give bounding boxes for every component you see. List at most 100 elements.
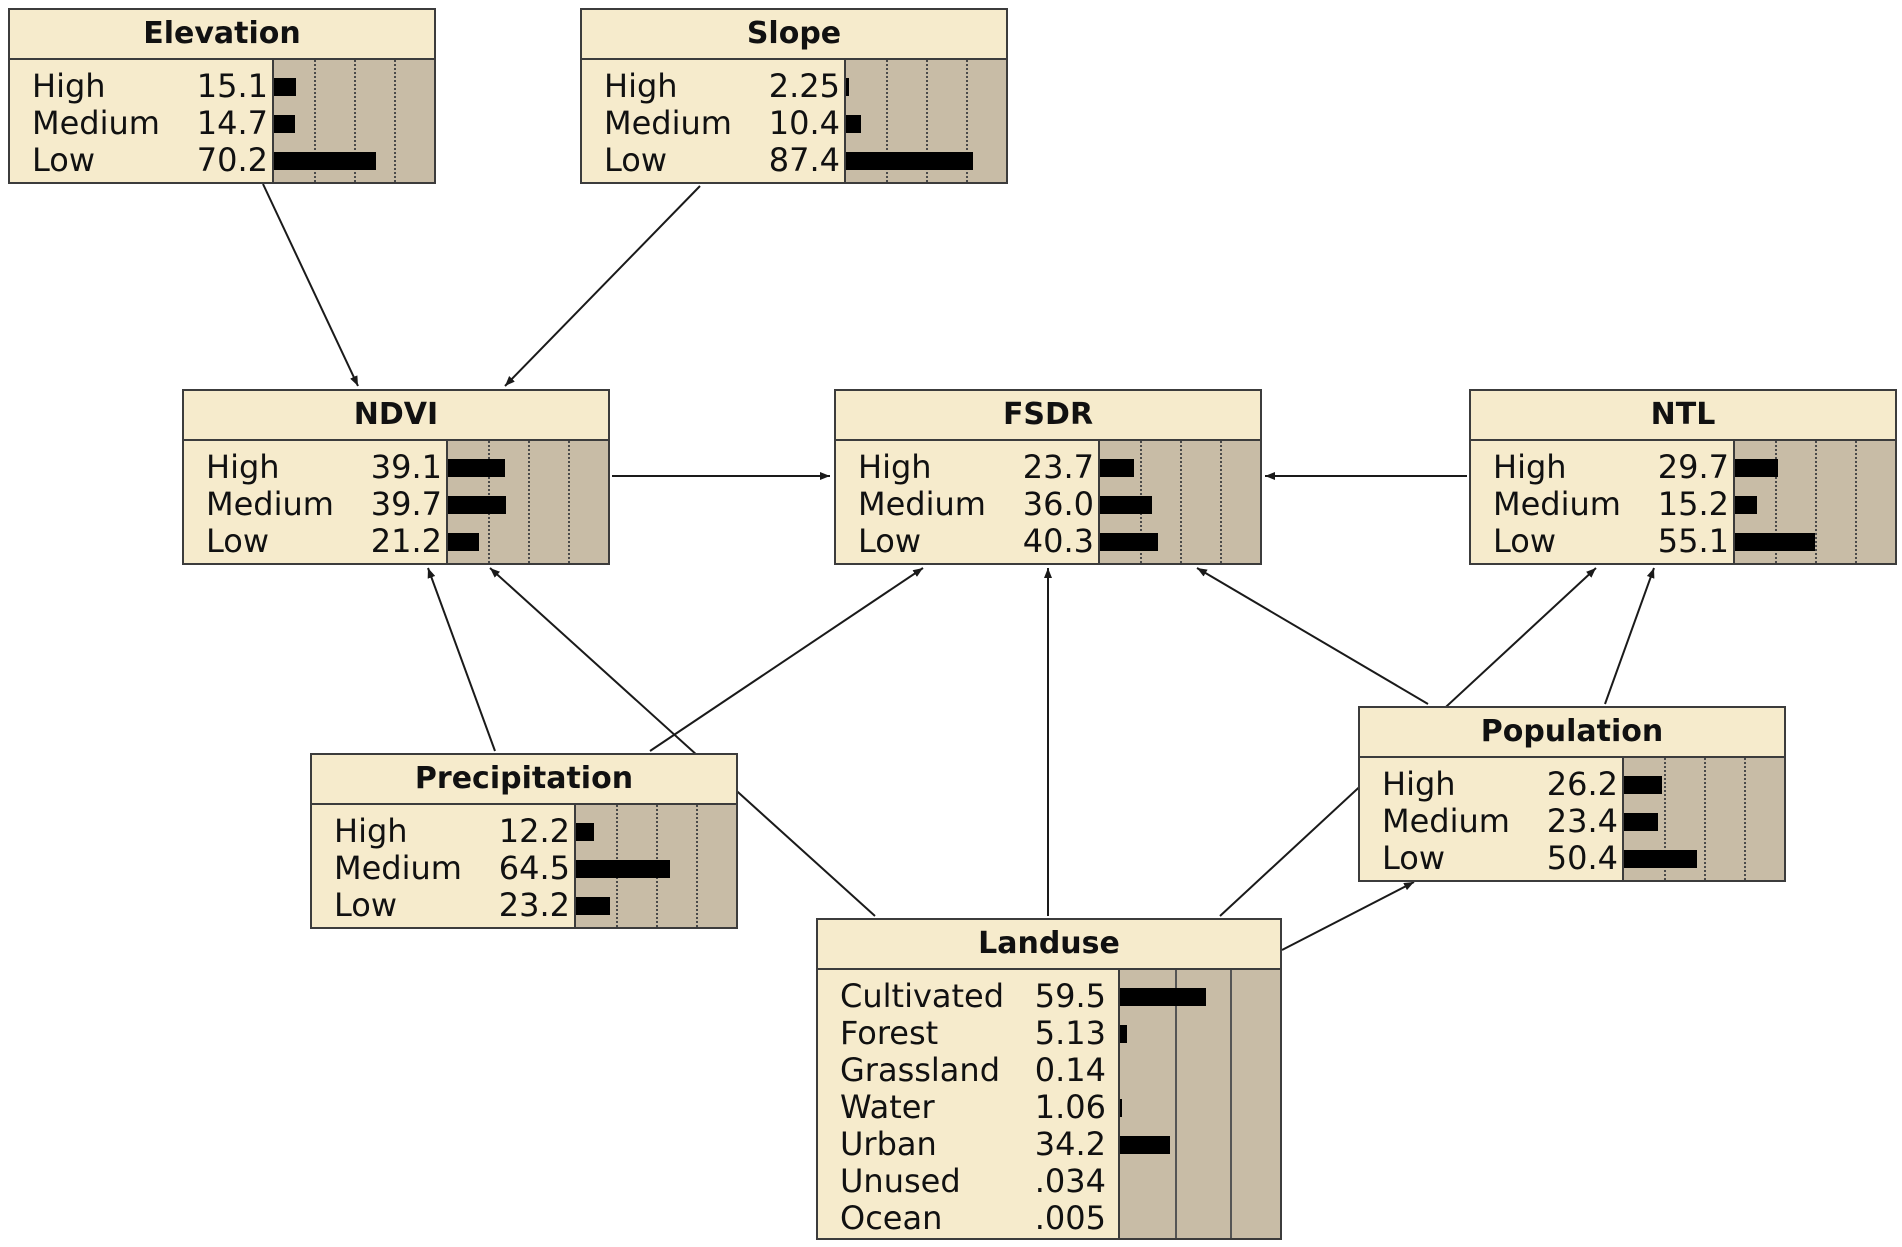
state-label: Medium (206, 485, 334, 523)
state-label: Medium (604, 104, 732, 142)
edge-slope-to-ndvi (504, 185, 701, 387)
state-label: Low (32, 141, 96, 179)
state-row-medium[interactable]: Medium 14.7 (10, 105, 274, 142)
belief-bar (1120, 1024, 1127, 1043)
belief-bar (274, 151, 376, 170)
state-label: Ocean (840, 1199, 943, 1237)
grid-line (314, 60, 316, 182)
state-label: Low (1382, 839, 1446, 877)
state-row-high[interactable]: High 26.2 (1360, 766, 1624, 803)
state-row-medium[interactable]: Medium 39.7 (184, 486, 448, 523)
belief-bar-panel (844, 60, 1006, 182)
state-label: High (1493, 448, 1567, 486)
node-title: FSDR (836, 391, 1260, 441)
belief-bar (1100, 532, 1158, 551)
state-value: .005 (1034, 1199, 1106, 1237)
edge-precipitation-to-fsdr (649, 567, 924, 752)
state-label: High (334, 812, 408, 850)
state-value: 1.06 (1034, 1088, 1106, 1126)
state-value: 0.14 (1034, 1051, 1106, 1089)
belief-bar (1735, 532, 1815, 551)
state-row-unused[interactable]: Unused.034 (818, 1163, 1120, 1200)
state-value: 14.7 (196, 104, 268, 142)
state-value: 2.25 (768, 67, 840, 105)
state-label: Medium (32, 104, 160, 142)
belief-bar (1624, 849, 1697, 868)
state-row-water[interactable]: Water 1.06 (818, 1089, 1120, 1126)
belief-bar (274, 114, 295, 133)
state-row-ocean[interactable]: Ocean .005 (818, 1200, 1120, 1237)
state-value: 21.2 (370, 522, 442, 560)
grid-line (568, 441, 570, 563)
belief-bar (1735, 495, 1757, 514)
grid-line (696, 805, 698, 927)
state-label: Water (840, 1088, 935, 1126)
node-title: Elevation (10, 10, 434, 60)
belief-bar (274, 77, 296, 96)
state-value: 87.4 (768, 141, 840, 179)
belief-bar (846, 151, 973, 170)
belief-bar (576, 896, 610, 915)
state-value: 39.7 (370, 485, 442, 523)
state-label: Low (1493, 522, 1557, 560)
state-label: High (32, 67, 106, 105)
grid-line (1704, 758, 1706, 880)
state-row-low[interactable]: Low 21.2 (184, 523, 448, 560)
belief-bar (1100, 458, 1134, 477)
belief-bar (846, 114, 861, 133)
node-title: Precipitation (312, 755, 736, 805)
state-value: 26.2 (1546, 765, 1618, 803)
state-label: Grassland (840, 1051, 1000, 1089)
state-label: High (206, 448, 280, 486)
state-label: Low (206, 522, 270, 560)
state-row-low[interactable]: Low 87.4 (582, 142, 846, 179)
belief-bar-panel (1733, 441, 1895, 563)
belief-bar (1735, 458, 1778, 477)
state-label: Unused (840, 1162, 961, 1200)
state-value: 40.3 (1022, 522, 1094, 560)
state-label: Medium (1382, 802, 1510, 840)
state-label: Forest (840, 1014, 939, 1052)
edge-population-to-fsdr (1196, 567, 1429, 705)
belief-bar-panel (446, 441, 608, 563)
state-value: 39.1 (370, 448, 442, 486)
state-row-high[interactable]: High 39.1 (184, 449, 448, 486)
state-label: Low (604, 141, 668, 179)
state-row-low[interactable]: Low 40.3 (836, 523, 1100, 560)
grid-line (394, 60, 396, 182)
node-title: Slope (582, 10, 1006, 60)
state-label: High (1382, 765, 1456, 803)
state-label: Low (858, 522, 922, 560)
edge-landuse-to-population (1281, 881, 1415, 951)
grid-line (886, 60, 888, 182)
state-row-grassland[interactable]: Grassland 0.14 (818, 1052, 1120, 1089)
